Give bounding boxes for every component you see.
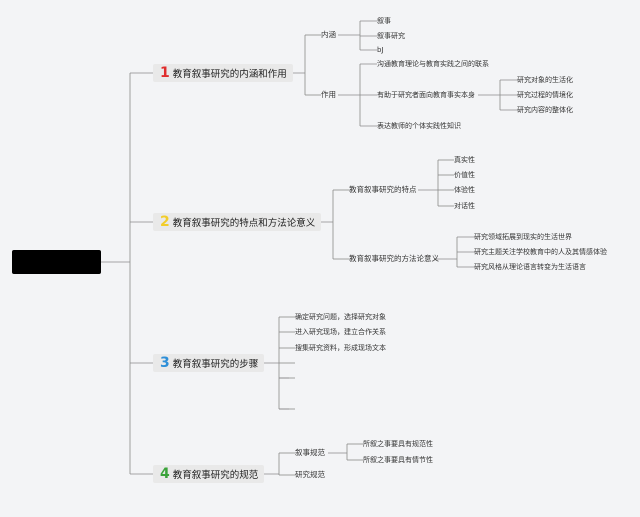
branch-4-number: 4 [160, 466, 170, 482]
node-biaoda[interactable]: 表达教师的个体实践性知识 [377, 122, 461, 130]
branch-4-title: 教育叙事研究的规范 [172, 470, 259, 481]
branch-3-title: 教育叙事研究的步骤 [172, 359, 259, 370]
node-mianxiang[interactable]: 有助于研究者面向教育事实本身 [377, 91, 475, 99]
node-zuoyong[interactable]: 作用 [321, 90, 336, 99]
node-guanzhu[interactable]: 研究主题关注学校教育中的人及其情感体验 [474, 248, 607, 256]
node-fengge[interactable]: 研究风格从理论语言转变为生活语言 [474, 263, 586, 271]
branch-1-title: 教育叙事研究的内涵和作用 [172, 69, 287, 80]
node-jiazhixing[interactable]: 价值性 [454, 171, 475, 179]
node-shenghuohua[interactable]: 研究对象的生活化 [517, 76, 573, 84]
branch-4-topic[interactable]: 4 教育叙事研究的规范 [153, 465, 265, 483]
node-guifanxing[interactable]: 所叙之事要具有规范性 [363, 440, 433, 448]
node-neihan[interactable]: 内涵 [321, 30, 336, 39]
node-souji[interactable]: 搜集研究资料，形成现场文本 [295, 344, 386, 352]
node-duihuaxing[interactable]: 对话性 [454, 202, 475, 210]
node-yanjiu-guifan[interactable]: 研究规范 [295, 470, 325, 479]
branch-2-title: 教育叙事研究的特点和方法论意义 [172, 218, 316, 229]
node-fangfalun[interactable]: 教育叙事研究的方法论意义 [349, 254, 439, 263]
node-tuozhan[interactable]: 研究领域拓展到现实的生活世界 [474, 233, 572, 241]
node-bj[interactable]: bJ [377, 46, 384, 54]
node-zhenshixing[interactable]: 真实性 [454, 156, 475, 164]
node-qingjinghua[interactable]: 研究过程的情境化 [517, 91, 573, 99]
branch-2-number: 2 [160, 214, 170, 230]
node-jinru[interactable]: 进入研究现场，建立合作关系 [295, 328, 386, 336]
node-xushi-yanjiu[interactable]: 叙事研究 [377, 32, 405, 40]
node-zhengtihua[interactable]: 研究内容的整体化 [517, 106, 573, 114]
node-xushi[interactable]: 叙事 [377, 17, 391, 25]
node-tiyanxing[interactable]: 体验性 [454, 186, 475, 194]
branch-3-topic[interactable]: 3 教育叙事研究的步骤 [153, 354, 265, 372]
root-node[interactable] [12, 250, 101, 274]
branch-3-number: 3 [160, 355, 170, 371]
node-xushi-guifan[interactable]: 叙事规范 [295, 448, 325, 457]
node-queding[interactable]: 确定研究问题，选择研究对象 [295, 313, 386, 321]
branch-1-topic[interactable]: 1 教育叙事研究的内涵和作用 [153, 64, 293, 82]
node-qingjiexing[interactable]: 所叙之事要具有情节性 [363, 456, 433, 464]
branch-1-number: 1 [160, 65, 170, 81]
node-tedian[interactable]: 教育叙事研究的特点 [349, 185, 417, 194]
branch-2-topic[interactable]: 2 教育叙事研究的特点和方法论意义 [153, 213, 322, 231]
node-goutong[interactable]: 沟通教育理论与教育实践之间的联系 [377, 60, 489, 68]
